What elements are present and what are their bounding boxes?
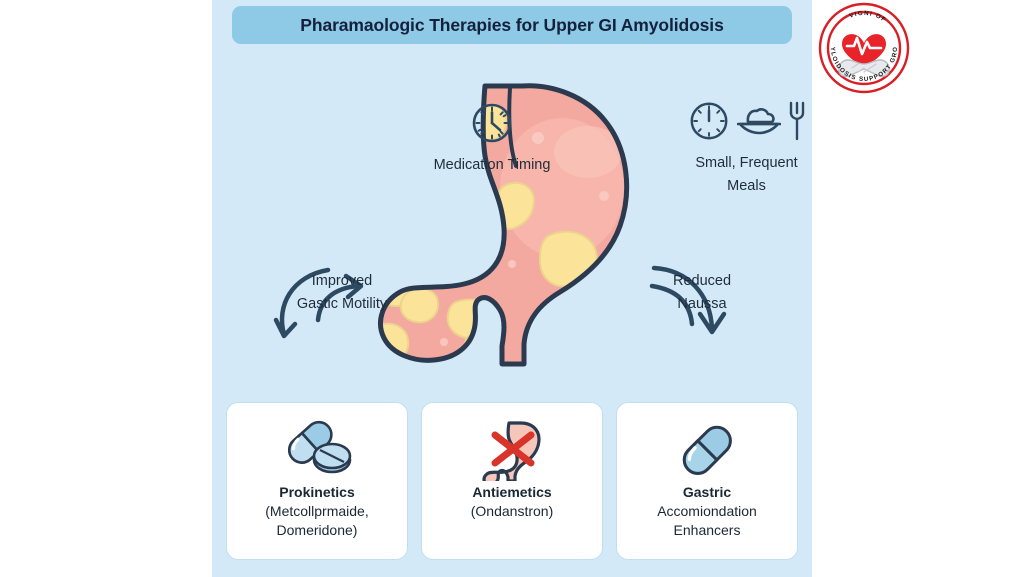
heartbeat-line-icon (845, 36, 883, 56)
capsule-icon (674, 417, 740, 483)
card-text: Gastric Accomiondation Enhancers (651, 483, 763, 540)
feature-label-line2: Naussa (677, 296, 727, 312)
feature-icons (664, 98, 812, 150)
feature-label-line1: Small, Frequent (695, 155, 798, 171)
card-title: Gastric (682, 484, 732, 500)
stomach-crossed-out-icon (479, 417, 545, 483)
feature-label-line1: Improved (311, 273, 373, 289)
therapy-card-gastric-accommodation-enhancers[interactable]: Gastric Accomiondation Enhancers (616, 402, 798, 560)
card-text: Prokinetics (Metcollprmaide, Domeridone) (259, 483, 374, 540)
organization-logo: VIGNI OF AMYLOIDOSIS SUPPORT GROUP (815, 0, 910, 94)
feature-label-line2: Gastic Motility (296, 296, 388, 312)
clock-icon (687, 99, 731, 149)
title-bar: Pharamaologic Therapies for Upper GI Amy… (232, 6, 792, 44)
two-pills-icon (278, 417, 356, 483)
infographic-panel: Pharamaologic Therapies for Upper GI Amy… (212, 0, 812, 577)
card-text: Antiemetics (Ondanstron) (465, 483, 559, 521)
feature-small-frequent-meals: Small, Frequent Meals (664, 98, 812, 196)
page-title: Pharamaologic Therapies for Upper GI Amy… (300, 14, 724, 35)
curved-arrow-up-icon (264, 262, 394, 342)
therapy-card-antiemetics[interactable]: Antiemetics (Ondanstron) (421, 402, 603, 560)
feature-label-line2: Meals (727, 178, 766, 194)
plate-of-food-icon (736, 103, 781, 145)
feature-label: Medication Timing (433, 157, 551, 173)
feature-reduced-nausea: Reduced Naussa (612, 268, 792, 314)
card-subtitle-line2: Domeridone) (276, 522, 358, 538)
feature-label-line1: Reduced (672, 273, 732, 289)
feature-medication-timing: Medication Timing (412, 100, 572, 175)
card-title: Antiemetics (472, 484, 552, 500)
card-subtitle-line2: Enhancers (673, 522, 741, 538)
feature-improved-gastric-motility: Improved Gastic Motility (252, 268, 432, 314)
hands-icon (838, 59, 890, 78)
therapy-cards: Prokinetics (Metcollprmaide, Domeridone) (226, 402, 798, 560)
curved-arrow-down-icon (644, 258, 754, 348)
card-subtitle-line1: (Metcollprmaide, (265, 503, 369, 519)
card-subtitle-line1: (Ondanstron) (470, 503, 554, 519)
therapy-card-prokinetics[interactable]: Prokinetics (Metcollprmaide, Domeridone) (226, 402, 408, 560)
feature-icons (412, 100, 572, 152)
fork-icon (787, 100, 807, 148)
card-title: Prokinetics (279, 484, 355, 500)
card-subtitle-line1: Accomiondation (657, 503, 757, 519)
clock-icon (469, 100, 515, 152)
